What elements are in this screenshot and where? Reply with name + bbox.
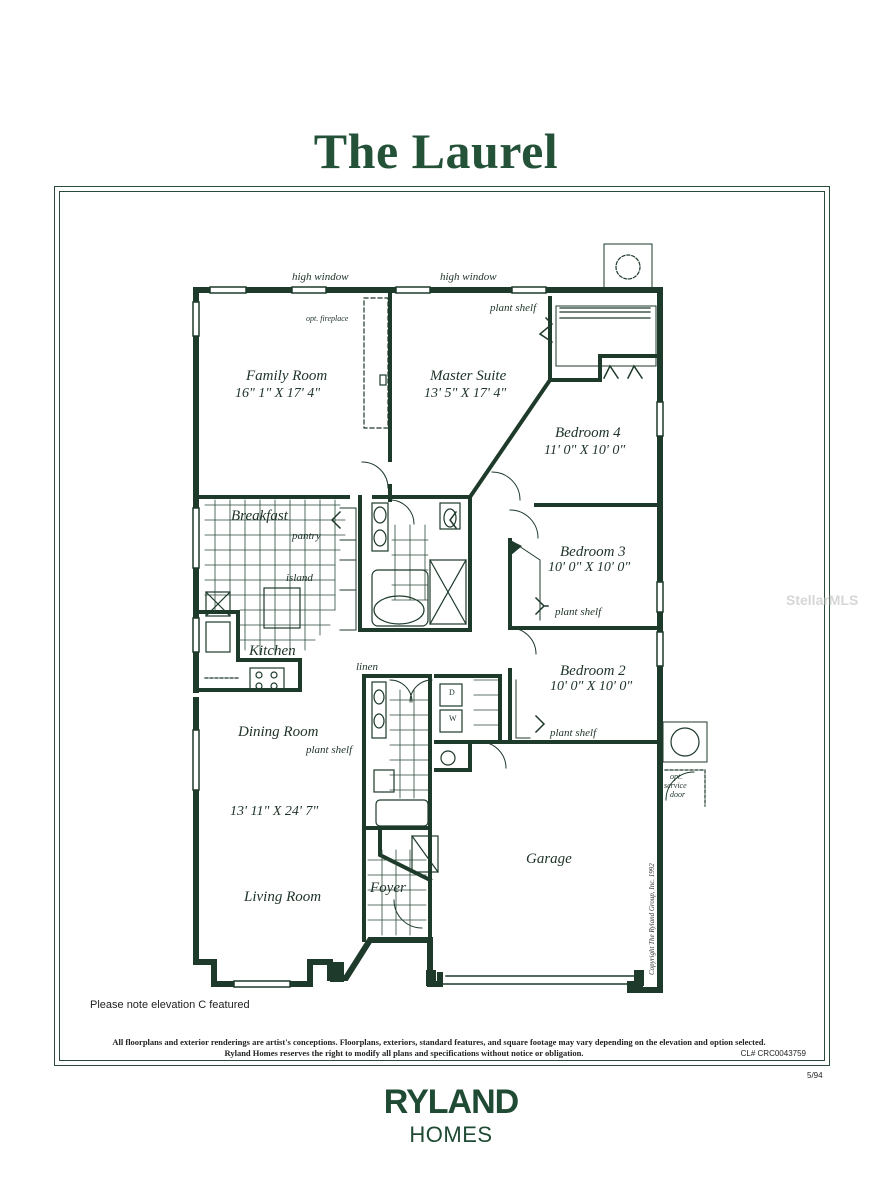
label-opt-fireplace: opt. fireplace — [306, 314, 349, 323]
disclaimer-line-1: All floorplans and exterior renderings a… — [112, 1037, 766, 1047]
inner-frame — [59, 191, 825, 1061]
watermark: StellarMLS — [786, 592, 859, 608]
label-bedroom-2: Bedroom 2 — [560, 663, 626, 679]
label-bedroom-2-dim: 10' 0" X 10' 0" — [550, 679, 633, 694]
label-plant-shelf-bedroom-3: plant shelf — [555, 606, 602, 618]
label-opt: opt. — [670, 772, 683, 781]
label-plant-shelf-bedroom-2: plant shelf — [550, 727, 597, 739]
label-foyer: Foyer — [370, 880, 406, 896]
label-service: service — [664, 781, 687, 790]
label-plant-shelf-master: plant shelf — [490, 302, 537, 314]
label-linen: linen — [356, 661, 378, 673]
label-bedroom-3-dim: 10' 0" X 10' 0" — [548, 560, 631, 575]
label-bedroom-3: Bedroom 3 — [560, 544, 626, 560]
label-high-window-right: high window — [440, 271, 497, 283]
label-door: door — [670, 790, 686, 799]
label-family-room: Family Room — [246, 368, 328, 384]
plan-title: The Laurel — [313, 123, 559, 179]
brand-logo-homes: HOMES — [409, 1122, 493, 1147]
label-high-window-left: high window — [292, 271, 349, 283]
label-master-suite: Master Suite — [430, 368, 507, 384]
label-washer: W — [449, 714, 457, 723]
date-code: 5/94 — [807, 1071, 823, 1080]
copyright-vertical: Copyright The Ryland Group, Inc. 1992 — [648, 863, 656, 975]
label-garage: Garage — [526, 851, 572, 867]
label-living-dining-dim: 13' 11" X 24' 7" — [230, 804, 319, 819]
label-breakfast: Breakfast — [231, 508, 288, 524]
label-plant-shelf-dining: plant shelf — [306, 744, 353, 756]
brand-logo-ryland: RYLAND — [383, 1083, 519, 1121]
label-family-room-dim: 16" 1" X 17' 4" — [235, 386, 321, 401]
label-bedroom-4-dim: 11' 0" X 10' 0" — [544, 443, 626, 458]
disclaimer-line-2: Ryland Homes reserves the right to modif… — [224, 1048, 584, 1058]
label-bedroom-4: Bedroom 4 — [555, 425, 621, 441]
label-pantry: pantry — [292, 530, 321, 542]
label-living-room: Living Room — [244, 889, 322, 905]
outer-frame — [54, 186, 830, 1066]
cl-number: CL# CRC0043759 — [740, 1049, 806, 1058]
elevation-note: Please note elevation C featured — [90, 999, 250, 1011]
label-kitchen: Kitchen — [249, 643, 296, 659]
label-dining-room: Dining Room — [238, 724, 319, 740]
label-dryer: D — [449, 688, 455, 697]
label-island: island — [286, 572, 313, 584]
label-master-suite-dim: 13' 5" X 17' 4" — [424, 386, 507, 401]
